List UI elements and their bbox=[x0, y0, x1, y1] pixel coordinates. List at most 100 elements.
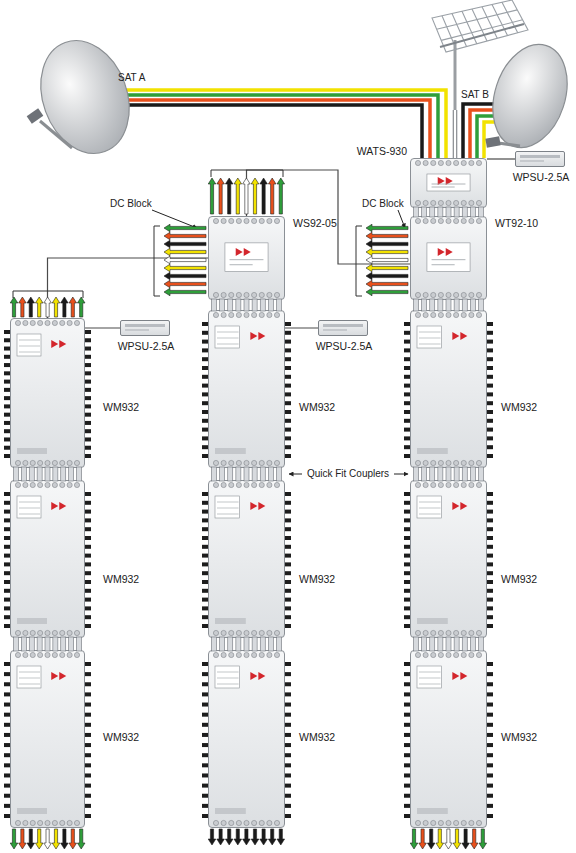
output-port bbox=[404, 492, 410, 496]
power-supply-unit: WPSU-2.5A bbox=[120, 320, 170, 336]
output-port bbox=[285, 527, 291, 531]
output-port bbox=[285, 454, 291, 458]
output-port bbox=[404, 501, 410, 505]
output-port bbox=[202, 723, 208, 727]
f-connector bbox=[213, 820, 218, 825]
info-grid bbox=[217, 332, 239, 344]
output-port bbox=[404, 545, 410, 549]
output-port bbox=[404, 682, 410, 686]
f-connector bbox=[252, 292, 257, 297]
f-connector bbox=[45, 460, 50, 465]
f-connector bbox=[431, 652, 436, 657]
f-connector bbox=[244, 312, 249, 317]
output-port bbox=[285, 366, 291, 370]
f-connector bbox=[431, 160, 436, 165]
f-connector bbox=[423, 460, 428, 465]
quick-fit-coupler bbox=[268, 467, 273, 481]
f-connector bbox=[15, 652, 20, 657]
signal-arrow bbox=[234, 829, 242, 845]
info-panel bbox=[417, 326, 442, 348]
f-connector bbox=[469, 820, 474, 825]
quick-fit-coupler bbox=[236, 299, 241, 311]
output-port bbox=[202, 392, 208, 396]
quick-fit-coupler bbox=[61, 467, 66, 481]
f-connector bbox=[52, 482, 57, 487]
output-port bbox=[285, 804, 291, 808]
f-connector bbox=[446, 460, 451, 465]
f-connector bbox=[454, 630, 459, 635]
model-label: WM932 bbox=[299, 573, 335, 585]
output-port bbox=[202, 410, 208, 414]
f-connector bbox=[60, 820, 65, 825]
quick-fit-coupler bbox=[454, 299, 459, 311]
quick-fit-coupler bbox=[454, 207, 459, 217]
f-connector bbox=[67, 320, 72, 325]
signal-arrow bbox=[225, 178, 233, 214]
output-port bbox=[85, 380, 91, 384]
f-connector bbox=[259, 630, 264, 635]
f-connector bbox=[469, 630, 474, 635]
model-label: WM932 bbox=[501, 731, 537, 743]
output-port bbox=[487, 527, 493, 531]
signal-cable bbox=[48, 258, 209, 318]
tap-unit: WT92-10 bbox=[410, 216, 487, 300]
output-port bbox=[487, 419, 493, 423]
output-port bbox=[487, 436, 493, 440]
output-port bbox=[202, 357, 208, 361]
signal-arrow bbox=[217, 178, 225, 214]
output-port bbox=[285, 713, 291, 717]
f-connector bbox=[252, 482, 257, 487]
output-port bbox=[285, 794, 291, 798]
info-panel bbox=[215, 326, 240, 348]
output-port bbox=[285, 331, 291, 335]
model-label: WM932 bbox=[103, 573, 139, 585]
output-port bbox=[85, 624, 91, 628]
quick-fit-coupler bbox=[414, 637, 419, 651]
model-label: WPSU-2.5A bbox=[299, 340, 389, 352]
quick-fit-coupler bbox=[61, 637, 66, 651]
f-connector bbox=[438, 820, 443, 825]
f-connector bbox=[476, 160, 481, 165]
f-connector bbox=[15, 820, 20, 825]
quick-fit-coupler bbox=[252, 299, 257, 311]
signal-arrow bbox=[27, 829, 35, 849]
output-port bbox=[404, 436, 410, 440]
output-port bbox=[404, 692, 410, 696]
output-port bbox=[202, 804, 208, 808]
output-port bbox=[404, 784, 410, 788]
output-port bbox=[202, 384, 208, 388]
f-connector bbox=[267, 652, 272, 657]
signal-cable bbox=[487, 158, 515, 159]
output-port bbox=[487, 763, 493, 767]
terrestrial-cable bbox=[454, 110, 457, 158]
output-port bbox=[4, 672, 10, 676]
f-connector bbox=[476, 482, 481, 487]
brand-logo bbox=[438, 248, 453, 256]
lnb-arm bbox=[498, 143, 520, 146]
f-connector bbox=[229, 312, 234, 317]
f-connector bbox=[423, 652, 428, 657]
f-connector bbox=[461, 482, 466, 487]
output-port bbox=[404, 624, 410, 628]
f-connector bbox=[274, 652, 279, 657]
f-connector bbox=[476, 218, 481, 223]
output-port bbox=[202, 743, 208, 747]
output-port bbox=[404, 331, 410, 335]
output-port bbox=[85, 743, 91, 747]
signal-arrow bbox=[366, 232, 408, 240]
f-connector bbox=[229, 460, 234, 465]
output-port bbox=[202, 562, 208, 566]
output-port bbox=[85, 413, 91, 417]
quick-fit-coupler bbox=[14, 467, 19, 481]
output-port bbox=[202, 536, 208, 540]
f-connector bbox=[446, 652, 451, 657]
output-port bbox=[4, 598, 10, 602]
output-port bbox=[285, 784, 291, 788]
quick-fit-coupler bbox=[479, 207, 484, 217]
f-connector bbox=[213, 630, 218, 635]
cable-black bbox=[108, 105, 422, 158]
antenna-mast bbox=[454, 40, 457, 112]
output-port bbox=[404, 589, 410, 593]
output-port bbox=[85, 545, 91, 549]
